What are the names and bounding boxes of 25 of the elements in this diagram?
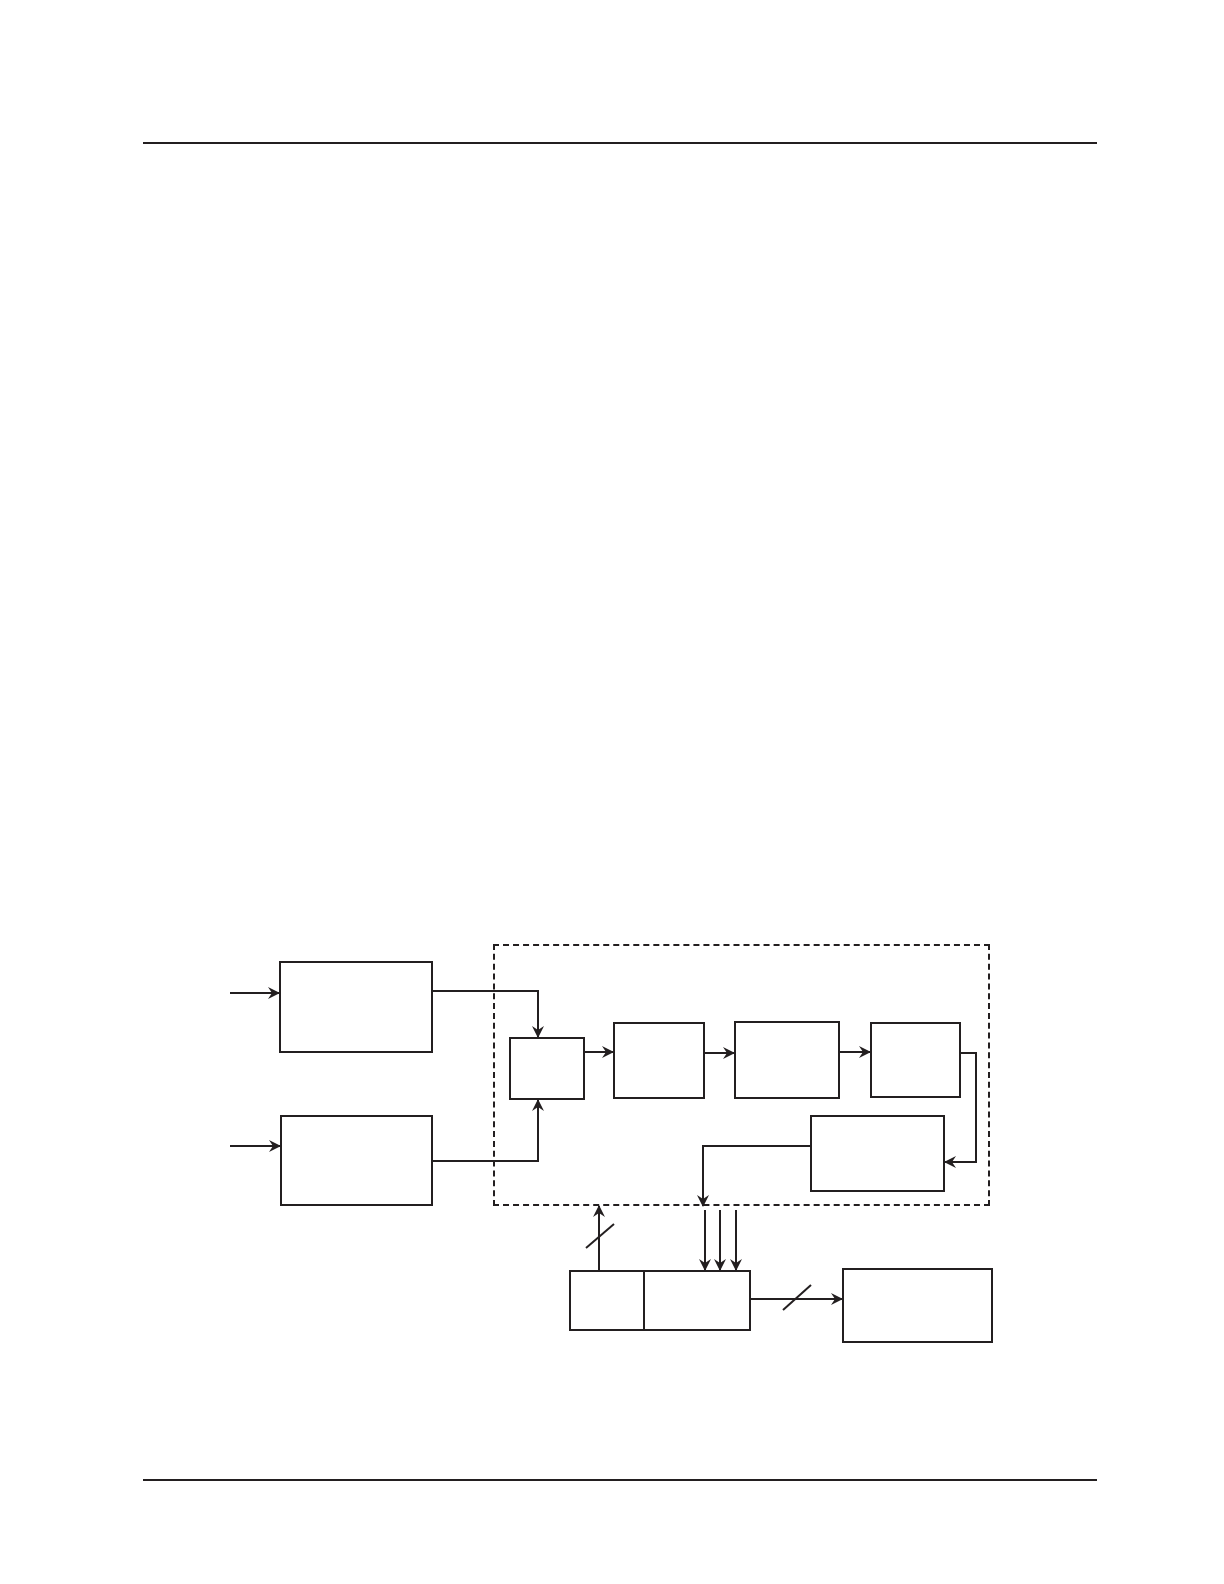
arrow	[699, 1209, 711, 1271]
dashed-boundary	[493, 944, 990, 1206]
arrow	[229, 987, 280, 999]
arrow	[584, 1046, 614, 1058]
arrow	[839, 1046, 871, 1058]
arrow	[229, 1140, 281, 1152]
arrow	[593, 1205, 605, 1271]
arrow	[944, 1052, 977, 1168]
arrow	[432, 990, 544, 1038]
block-box	[734, 1021, 840, 1099]
block-box	[279, 961, 433, 1053]
arrow	[697, 1145, 811, 1207]
block-box	[870, 1022, 961, 1098]
arrow	[714, 1209, 726, 1271]
block-box	[613, 1022, 705, 1099]
arrow	[750, 1293, 843, 1305]
arrow	[730, 1209, 742, 1271]
block-box	[842, 1268, 993, 1343]
block-box	[643, 1270, 751, 1331]
arrow	[704, 1047, 735, 1059]
block-box	[509, 1037, 585, 1100]
block-box	[810, 1115, 945, 1192]
block-box	[569, 1270, 645, 1331]
block-box	[280, 1115, 433, 1206]
arrow	[432, 1099, 544, 1162]
